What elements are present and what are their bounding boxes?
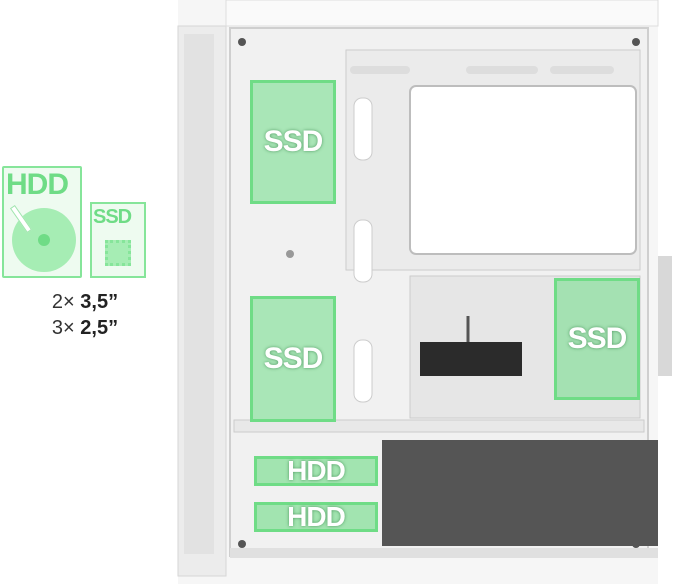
ssd-capacity-line: 3× 2,5” [0, 316, 170, 340]
chip-icon [105, 240, 131, 266]
cable-slot [353, 97, 373, 161]
hdd-capacity-line: 2× 3,5” [0, 290, 170, 314]
top-cover [225, 0, 659, 27]
bottom-bar [230, 548, 658, 558]
ssd-bay-top-left: SSD [250, 80, 336, 204]
ssd-bay-right: SSD [554, 278, 640, 400]
hdd-legend-label: HDD [6, 168, 69, 201]
cable-slot [353, 339, 373, 403]
ssd-count: 3× [51, 317, 75, 339]
cable-slot [353, 219, 373, 283]
rail-slot [350, 66, 410, 74]
hdd-count: 2× [51, 291, 75, 313]
psu-shroud [382, 440, 658, 546]
screw [238, 38, 246, 46]
ssd-bay-mid-left: SSD [250, 296, 336, 422]
screw [632, 540, 640, 548]
hdd-bay-bottom: HDD [254, 501, 378, 532]
screw [632, 38, 640, 46]
hdd-bay-top: HDD [254, 455, 378, 486]
cpu-cutout [409, 85, 637, 255]
rail-slot [550, 66, 614, 74]
rail-slot [466, 66, 538, 74]
screw [286, 250, 294, 258]
fan-hub [420, 342, 522, 376]
screw [238, 540, 246, 548]
hdd-size: 3,5” [80, 291, 119, 313]
right-side-edge [658, 256, 672, 376]
hdd-legend-card: HDD [2, 166, 82, 278]
ssd-legend-card: SSD [90, 202, 146, 278]
pc-case-illustration: SSD SSD SSD HDD HDD [170, 0, 684, 584]
ssd-legend-label: SSD [93, 206, 132, 228]
divider-rail [233, 419, 645, 433]
capacity-legend: HDD SSD 2× 3,5” 3× 2,5” [0, 0, 170, 584]
ssd-size: 2,5” [80, 317, 119, 339]
front-mesh [184, 34, 214, 554]
